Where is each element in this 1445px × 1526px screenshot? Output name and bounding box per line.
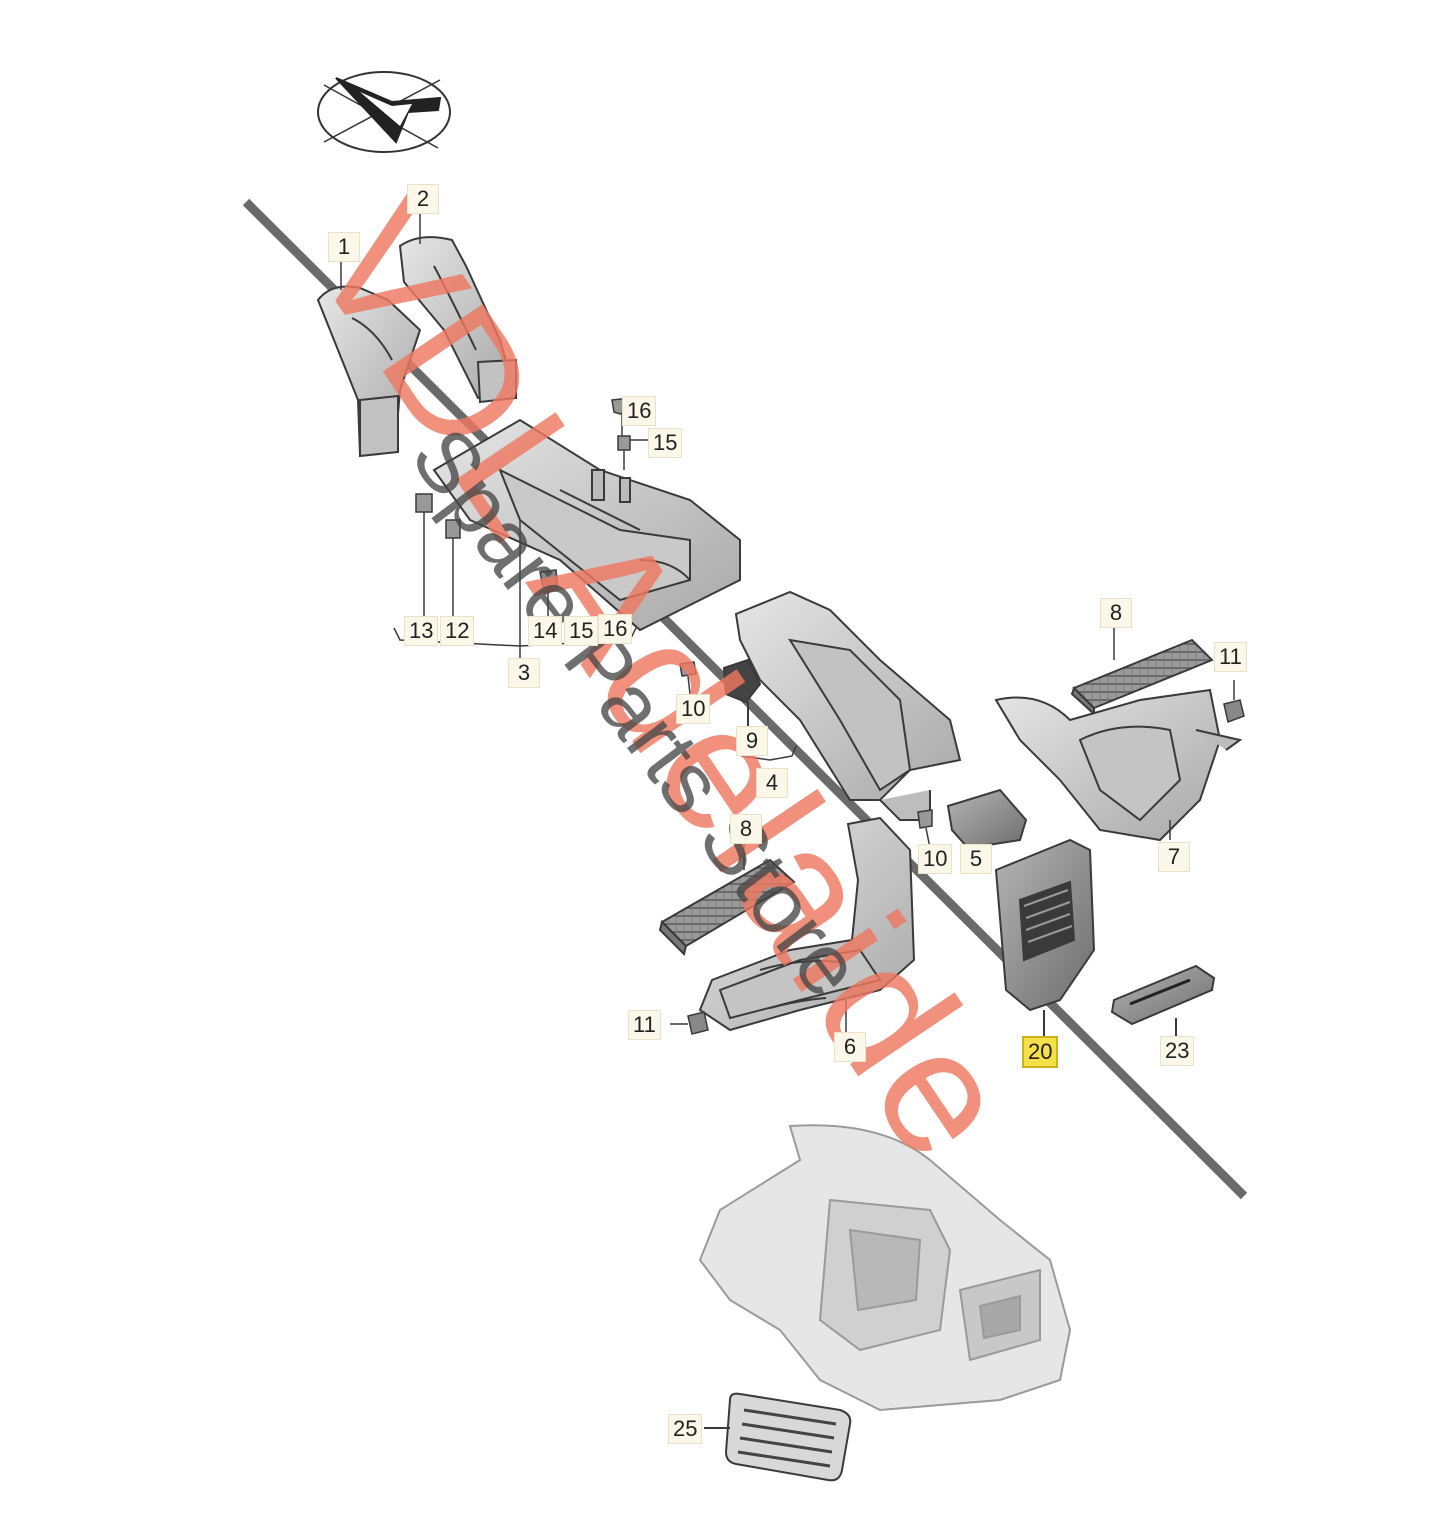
- callout-12: 12: [440, 616, 475, 646]
- callout-9: 9: [736, 726, 768, 756]
- callout-7: 7: [1158, 842, 1190, 872]
- callout-23: 23: [1160, 1036, 1195, 1066]
- clip-12: [445, 519, 461, 620]
- leader-lines: [340, 214, 1171, 1032]
- callout-15-bottom: 15: [564, 616, 599, 646]
- callout-8-lower: 8: [730, 814, 762, 844]
- callout-1: 1: [328, 232, 360, 262]
- part-9-clip: [722, 658, 762, 730]
- callout-16-bottom: 16: [598, 614, 633, 644]
- part-25-grille: [704, 1392, 852, 1482]
- callout-2: 2: [407, 184, 439, 214]
- callout-4: 4: [756, 768, 788, 798]
- callout-10-upper: 10: [676, 694, 711, 724]
- callout-11-upper: 11: [1214, 642, 1247, 672]
- bolt-10-lower: [917, 809, 933, 849]
- part-20-rear-vent: [994, 838, 1096, 1036]
- part-6-floor-duct: [698, 816, 916, 1032]
- part-4-center-duct: [734, 590, 962, 821]
- callout-25: 25: [668, 1414, 703, 1444]
- callout-8-upper: 8: [1100, 598, 1132, 628]
- callout-15-top: 15: [648, 428, 683, 458]
- part-3-frame-bracket: [432, 418, 741, 632]
- callout-16-top: 16: [622, 396, 657, 426]
- part-7-rear-duct: [994, 688, 1243, 842]
- part-23-control-unit: [1110, 964, 1216, 1036]
- callout-13: 13: [404, 616, 439, 646]
- part-1-air-duct: [316, 285, 422, 458]
- vehicle-interior-context: [698, 1124, 1072, 1412]
- callout-5: 5: [960, 844, 992, 874]
- orientation-arrow-icon: [317, 71, 451, 153]
- callout-3: 3: [508, 658, 540, 688]
- clip-13: [415, 493, 433, 620]
- nut-11-lower: [670, 1011, 709, 1035]
- part-2-air-duct: [398, 236, 517, 404]
- callout-6: 6: [834, 1032, 866, 1062]
- fastener-15: [617, 435, 650, 470]
- bolt-10-upper: [679, 661, 697, 695]
- clip-14: [539, 569, 559, 620]
- part-8-grille-lower: [658, 858, 796, 956]
- nut-11-upper: [1223, 680, 1245, 724]
- callout-10-lower: 10: [918, 844, 953, 874]
- callout-20-highlighted: 20: [1022, 1036, 1059, 1068]
- callout-11-lower: 11: [628, 1010, 661, 1040]
- callout-14: 14: [528, 616, 563, 646]
